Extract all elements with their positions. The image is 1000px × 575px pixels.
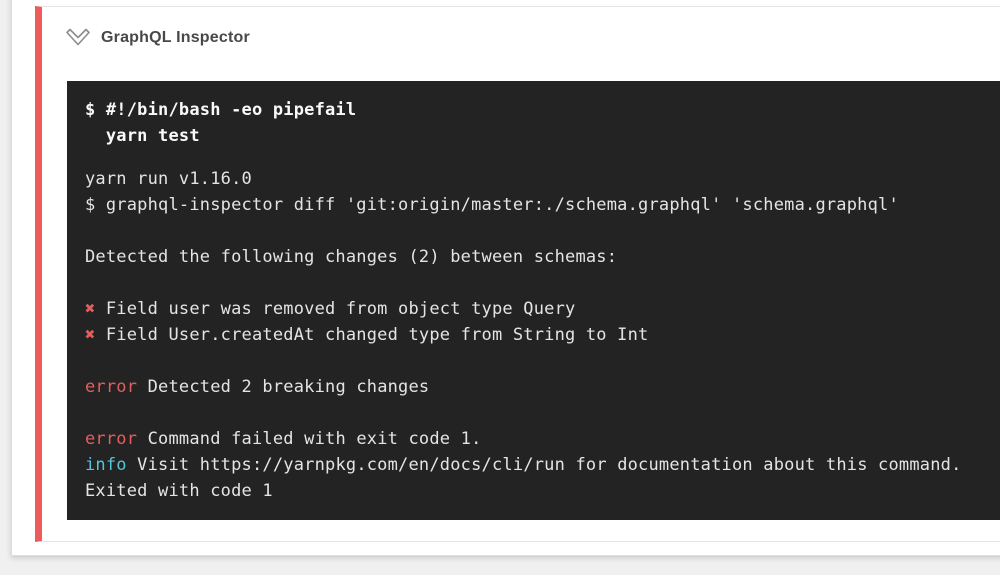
step-title: GraphQL Inspector bbox=[101, 28, 250, 46]
log-error-prefix: ✖ bbox=[85, 299, 96, 319]
terminal-output-panel: $ #!/bin/bash -eo pipefail yarn test yar… bbox=[67, 81, 1000, 520]
collapse-chevron-icon[interactable] bbox=[64, 26, 92, 49]
step-header[interactable]: GraphQL Inspector bbox=[42, 7, 1000, 49]
build-steps-card: GraphQL Inspector $ #!/bin/bash -eo pipe… bbox=[11, 0, 1000, 556]
failed-step-row: GraphQL Inspector $ #!/bin/bash -eo pipe… bbox=[35, 6, 1000, 542]
terminal-output: yarn run v1.16.0 $ graphql-inspector dif… bbox=[85, 169, 962, 501]
log-error-prefix: error bbox=[85, 429, 138, 449]
terminal-command: $ #!/bin/bash -eo pipefail yarn test bbox=[85, 100, 357, 146]
log-error-prefix: error bbox=[85, 377, 138, 397]
log-info-prefix: info bbox=[85, 455, 127, 475]
log-error-prefix: ✖ bbox=[85, 325, 96, 345]
